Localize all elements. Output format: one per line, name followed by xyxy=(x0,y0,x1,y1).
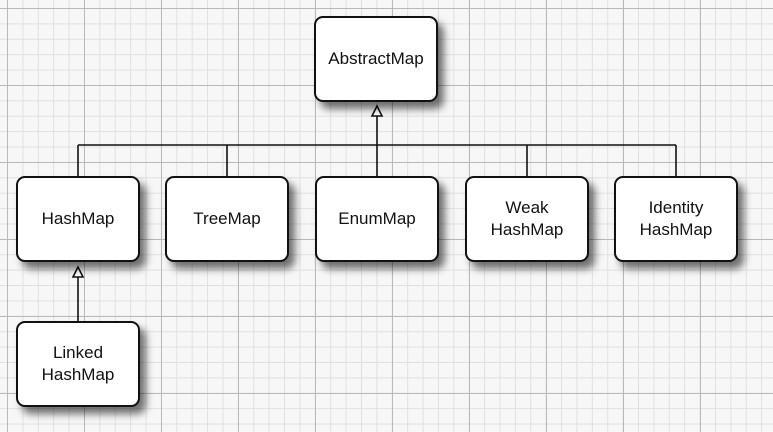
node-weakhashmap-label: Weak HashMap xyxy=(490,198,564,239)
node-abstractmap-label: AbstractMap xyxy=(328,49,424,68)
node-treemap: TreeMap xyxy=(165,176,289,262)
node-abstractmap: AbstractMap xyxy=(314,16,438,102)
node-weakhashmap: Weak HashMap xyxy=(465,176,589,262)
node-treemap-label: TreeMap xyxy=(193,209,261,228)
node-identityhashmap: Identity HashMap xyxy=(614,176,738,262)
node-linkedhashmap-label: Linked HashMap xyxy=(41,343,115,384)
node-identityhashmap-label: Identity HashMap xyxy=(639,198,713,239)
node-linkedhashmap: Linked HashMap xyxy=(16,321,140,407)
node-enummap-label: EnumMap xyxy=(338,209,416,228)
node-hashmap-label: HashMap xyxy=(41,209,115,228)
node-hashmap: HashMap xyxy=(16,176,140,262)
inheritance-arrowhead-hashmap xyxy=(71,265,85,278)
node-enummap: EnumMap xyxy=(315,176,439,262)
inheritance-arrowhead-abstractmap xyxy=(370,104,384,117)
